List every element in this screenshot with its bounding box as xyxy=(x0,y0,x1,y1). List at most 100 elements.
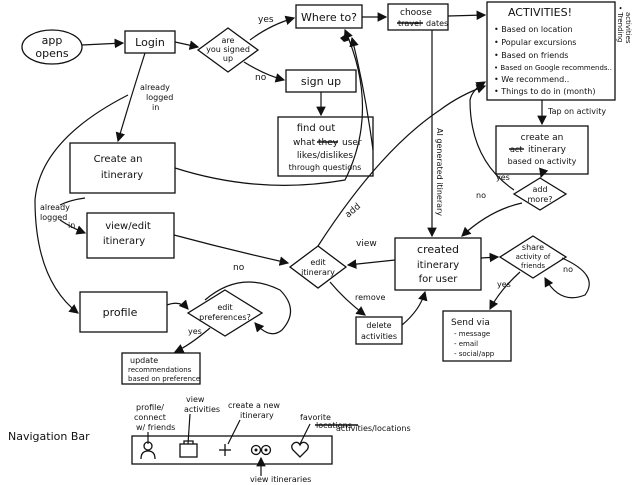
svg-text:yes: yes xyxy=(258,15,274,25)
svg-text:dates: dates xyxy=(426,19,448,28)
svg-text:sign up: sign up xyxy=(301,75,341,88)
svg-text:activity of: activity of xyxy=(516,253,551,261)
svg-text:based on preference: based on preference xyxy=(128,375,200,383)
svg-text:no: no xyxy=(255,73,267,83)
svg-text:up: up xyxy=(223,54,233,63)
svg-text:• Popular excursions: • Popular excursions xyxy=(494,38,576,47)
person-icon[interactable] xyxy=(140,441,156,460)
ai-generated-label: AI generated itinerary xyxy=(435,128,444,216)
created-itinerary-node: created itinerary for user xyxy=(394,237,482,291)
binoculars-icon[interactable] xyxy=(250,444,272,456)
svg-text:logged: logged xyxy=(40,213,67,222)
activities-node: ACTIVITIES! • Based on location • Popula… xyxy=(486,1,616,101)
app-opens-line2: opens xyxy=(35,47,68,60)
svg-text:itinerary: itinerary xyxy=(417,260,459,271)
svg-text:itinerary: itinerary xyxy=(528,145,567,155)
svg-text:more?: more? xyxy=(528,195,553,204)
suitcase-icon[interactable] xyxy=(179,440,198,458)
nav-bar-title: Navigation Bar xyxy=(8,430,90,443)
svg-text:Tap on activity: Tap on activity xyxy=(547,107,606,116)
navigation-bar-section: Navigation Bar profile/ connect w/ frien… xyxy=(8,395,411,484)
login-node: Login xyxy=(124,30,176,54)
edit-preferences-decision: edit preferences? xyxy=(186,289,264,337)
svg-text:in: in xyxy=(68,221,75,230)
delete-activities-node: delete activities xyxy=(355,316,403,345)
svg-text:already: already xyxy=(40,203,70,212)
activity-itinerary-node: create an act itinerary based on activit… xyxy=(495,125,589,175)
svg-text:view/edit: view/edit xyxy=(105,221,151,232)
svg-text:recommendations: recommendations xyxy=(128,366,192,374)
svg-text:created: created xyxy=(417,243,459,256)
svg-text:profile/: profile/ xyxy=(136,403,164,412)
svg-text:you signed: you signed xyxy=(206,45,250,54)
svg-text:user: user xyxy=(342,138,362,148)
svg-text:remove: remove xyxy=(355,293,385,302)
add-more-decision: add more? xyxy=(512,177,568,211)
svg-text:create an: create an xyxy=(521,133,564,143)
svg-text:• Things to do in (month): • Things to do in (month) xyxy=(494,87,595,96)
svg-text:they: they xyxy=(318,138,339,148)
nav-bar-frame xyxy=(131,435,333,465)
profile-node: profile xyxy=(79,291,168,333)
plus-icon[interactable] xyxy=(219,444,231,456)
flow-edges xyxy=(34,10,590,353)
scribble-mark xyxy=(340,34,350,42)
svg-text:in: in xyxy=(152,103,159,112)
svg-text:• Based on friends: • Based on friends xyxy=(494,51,568,60)
svg-text:based on activity: based on activity xyxy=(508,157,577,166)
create-itinerary-node: Create an itinerary xyxy=(69,142,176,194)
login-label: Login xyxy=(135,36,165,49)
svg-text:activities: activities xyxy=(361,332,397,341)
svg-text:delete: delete xyxy=(366,321,391,330)
edit-itinerary-decision: edit itinerary xyxy=(288,245,348,289)
activities-title: ACTIVITIES! xyxy=(508,6,572,19)
app-opens-line1: app xyxy=(42,34,63,47)
svg-text:create a new: create a new xyxy=(228,401,280,410)
svg-text:preferences?: preferences? xyxy=(199,313,251,322)
where-to-label: Where to? xyxy=(301,11,357,24)
heart-icon[interactable] xyxy=(291,441,309,458)
view-edit-itinerary-node: view/edit itinerary xyxy=(86,212,175,259)
svg-text:view: view xyxy=(356,239,377,249)
svg-text:itinerary: itinerary xyxy=(103,236,145,247)
svg-text:edit: edit xyxy=(217,303,232,312)
svg-text:activities: activities xyxy=(624,12,632,44)
svg-text:• Based on Google recommends..: • Based on Google recommends.. xyxy=(494,64,612,72)
svg-text:itinerary: itinerary xyxy=(101,170,143,181)
svg-text:activities/locations: activities/locations xyxy=(336,424,411,433)
sign-up-node: sign up xyxy=(285,69,357,93)
svg-text:- social/app: - social/app xyxy=(454,350,495,358)
svg-text:through questions: through questions xyxy=(289,163,362,172)
svg-text:logged: logged xyxy=(146,93,173,102)
svg-text:likes/dislikes: likes/dislikes xyxy=(297,151,353,161)
svg-text:w/ friends: w/ friends xyxy=(136,423,175,432)
svg-text:yes: yes xyxy=(188,327,202,336)
update-recommendations-node: update recommendations based on preferen… xyxy=(121,352,201,385)
svg-text:- message: - message xyxy=(454,330,490,338)
svg-text:yes: yes xyxy=(497,280,511,289)
svg-text:are: are xyxy=(222,36,235,45)
svg-text:share: share xyxy=(522,243,544,252)
signed-up-decision: are you signed up xyxy=(196,27,260,73)
svg-text:update: update xyxy=(130,356,158,365)
share-activity-decision: share activity of friends xyxy=(498,235,568,279)
svg-text:no: no xyxy=(476,191,486,200)
svg-text:itinerary: itinerary xyxy=(301,268,335,277)
svg-text:• Based on location: • Based on location xyxy=(494,25,573,34)
where-to-node: Where to? xyxy=(295,4,363,29)
svg-text:view itineraries: view itineraries xyxy=(250,475,311,484)
svg-text:no: no xyxy=(563,265,573,274)
svg-text:edit: edit xyxy=(310,258,325,267)
svg-text:activities: activities xyxy=(184,405,220,414)
choose-dates-node: choose travel dates xyxy=(387,3,449,31)
svg-text:- email: - email xyxy=(454,340,478,348)
svg-text:what: what xyxy=(293,138,316,148)
send-via-node: Send via - message - email - social/app xyxy=(442,310,512,362)
svg-text:Create an: Create an xyxy=(94,154,143,165)
svg-text:add: add xyxy=(532,185,547,194)
svg-text:for user: for user xyxy=(419,274,459,285)
svg-text:friends: friends xyxy=(521,262,545,270)
svg-text:favorite: favorite xyxy=(300,413,331,422)
svg-text:• We recommend..: • We recommend.. xyxy=(494,75,569,84)
